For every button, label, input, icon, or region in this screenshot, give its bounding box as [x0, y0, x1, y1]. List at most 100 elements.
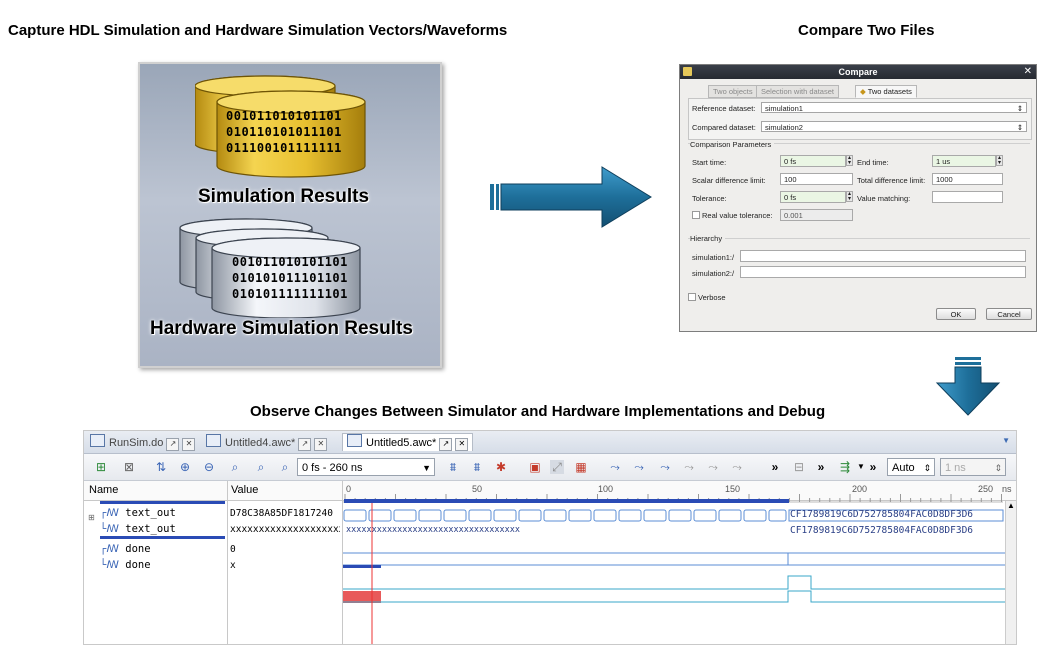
cancel-button[interactable]: Cancel [986, 308, 1032, 320]
simulation-bits: 001011010101101 010110101011101 01110010… [226, 108, 342, 156]
waveform-option-icon[interactable]: ⩩ [449, 460, 457, 474]
zoom-previous-icon[interactable]: ⌕ [281, 460, 289, 474]
simulation-database-icon [195, 75, 366, 178]
real-tolerance-input[interactable]: 0.001 [780, 209, 853, 221]
start-time-input[interactable]: 0 fs [780, 155, 846, 167]
zoom-fit-icon[interactable]: ⌕ [231, 460, 239, 474]
chevron-down-icon: ▼ [422, 463, 431, 473]
add-signal-icon[interactable]: ⊞ [95, 460, 107, 474]
bus-segment [788, 509, 1004, 522]
zoom-out-icon[interactable]: ⊖ [203, 460, 215, 474]
signal-name: text_out [125, 507, 176, 519]
total-limit-label: Total difference limit: [857, 176, 926, 185]
close-icon[interactable]: ✕ [182, 438, 196, 451]
cursor-icon[interactable]: ⤳ [660, 460, 670, 474]
group-bar [100, 501, 225, 504]
cursor-icon[interactable]: ⤳ [708, 460, 718, 474]
zoom-mode-value: Auto [892, 462, 915, 474]
remove-signal-icon[interactable]: ⊠ [123, 460, 135, 474]
float-icon[interactable]: ↗ [439, 438, 453, 451]
name-column-header[interactable]: Name [89, 484, 119, 496]
signal-row[interactable]: └ꟿ text_out [100, 523, 176, 535]
time-range-value: 0 fs - 260 ns [302, 462, 363, 474]
signal-icon: ┌ꟿ [100, 507, 126, 519]
bit-row: 010110101011101 [226, 125, 342, 139]
cursor-icon[interactable]: ⤳ [684, 460, 694, 474]
bus-segment [718, 509, 742, 522]
overflow-icon[interactable]: » [817, 460, 825, 474]
expand-icon[interactable]: ⊞ [88, 513, 95, 522]
tab-runsim[interactable]: RunSim.do↗✕ [86, 434, 199, 451]
vertical-scrollbar[interactable]: ▲ [1005, 501, 1016, 644]
end-time-spinner[interactable]: ▴▾ [996, 155, 1003, 166]
cursor-icon[interactable]: ⤳ [732, 460, 742, 474]
hierarchy-sim1-input[interactable] [740, 250, 1026, 262]
updown-icon: ⇕ [994, 463, 1002, 473]
updown-icon: ⇕ [1016, 104, 1023, 113]
edge-prev-icon[interactable]: ⤳ [634, 460, 644, 474]
float-icon[interactable]: ↗ [298, 438, 312, 451]
tab-selection-with-dataset[interactable]: Selection with dataset [756, 85, 839, 98]
time-range-select[interactable]: 0 fs - 260 ns ▼ [297, 458, 435, 476]
waveform-option-icon[interactable]: ⩩ [473, 460, 481, 474]
signal-value: D78C38A85DF1817240 [230, 508, 333, 519]
zoom-in-icon[interactable]: ⊕ [179, 460, 191, 474]
scroll-up-icon[interactable]: ▲ [1007, 501, 1015, 510]
compare-icon[interactable]: ▣ [529, 460, 541, 474]
signal-row[interactable]: ┌ꟿ text_out [100, 507, 176, 519]
signal-row[interactable]: └ꟿ done [100, 559, 151, 571]
snap-icon[interactable]: ⤢ [550, 460, 564, 474]
value-matching-input[interactable] [932, 191, 1003, 203]
difference-icon[interactable]: ▦ [575, 460, 587, 474]
close-icon[interactable]: ✕ [314, 438, 328, 451]
close-icon[interactable]: ✕ [1023, 66, 1032, 77]
end-time-input[interactable]: 1 us [932, 155, 996, 167]
zoom-mode-select[interactable]: Auto ⇕ [887, 458, 935, 476]
updown-icon: ⇕ [923, 463, 931, 473]
overflow-icon[interactable]: » [771, 460, 779, 474]
start-time-spinner[interactable]: ▴▾ [846, 155, 853, 166]
tab-untitled5[interactable]: Untitled5.awc*↗✕ [342, 433, 474, 451]
hardware-results-label: Hardware Simulation Results [150, 318, 413, 339]
float-icon[interactable]: ↗ [166, 438, 180, 451]
compare-heading: Compare Two Files [798, 22, 935, 39]
real-tolerance-checkbox[interactable] [692, 211, 700, 219]
signal-row[interactable]: ┌ꟿ done [100, 543, 151, 555]
tolerance-spinner[interactable]: ▴▾ [846, 191, 853, 202]
tick-label: 150 [725, 484, 741, 494]
hierarchy-sim2-input[interactable] [740, 266, 1026, 278]
sort-icon[interactable]: ⇅ [155, 460, 167, 474]
bus-segment [568, 509, 592, 522]
tab-two-objects[interactable]: Two objects [708, 85, 758, 98]
zoom-range-icon[interactable]: ⌕ [257, 460, 265, 474]
waveform-viewer: RunSim.do↗✕ Untitled4.awc*↗✕ Untitled5.a… [83, 430, 1017, 645]
hardware-bits: 001011010101101 010101011101101 01010111… [232, 254, 348, 302]
tab-two-datasets[interactable]: ◆ Two datasets [855, 85, 917, 98]
waveform-area[interactable] [343, 503, 1005, 644]
bookmark-icon[interactable]: ⊟ [793, 460, 805, 474]
reference-dataset-select[interactable]: simulation1⇕ [761, 102, 1027, 113]
tolerance-input[interactable]: 0 fs [780, 191, 846, 203]
tab-untitled4[interactable]: Untitled4.awc*↗✕ [202, 434, 331, 451]
verbose-checkbox[interactable] [688, 293, 696, 301]
scalar-limit-input[interactable]: 100 [780, 173, 853, 185]
bus-segment [618, 509, 642, 522]
tab-runsim-label: RunSim.do [109, 437, 164, 449]
value-column-header[interactable]: Value [231, 484, 259, 496]
clear-marks-icon[interactable]: ✱ [495, 460, 507, 474]
signal-name: text_out [125, 523, 176, 535]
chevron-down-icon[interactable]: ▼ [857, 462, 865, 471]
column-divider[interactable] [227, 481, 228, 644]
tick-label: 100 [598, 484, 614, 494]
edge-next-icon[interactable]: ⤳ [610, 460, 620, 474]
signal-value: x [230, 560, 236, 571]
ok-button[interactable]: OK [936, 308, 976, 320]
step-icon[interactable]: ⇶ [839, 460, 851, 474]
step-input[interactable]: 1 ns⇕ [940, 458, 1006, 476]
compared-dataset-select[interactable]: simulation2⇕ [761, 121, 1027, 132]
close-icon[interactable]: ✕ [455, 438, 469, 451]
tab-list-icon[interactable]: ▼ [1002, 436, 1010, 445]
column-divider[interactable] [342, 481, 343, 644]
total-limit-input[interactable]: 1000 [932, 173, 1003, 185]
overflow-icon[interactable]: » [869, 460, 877, 474]
